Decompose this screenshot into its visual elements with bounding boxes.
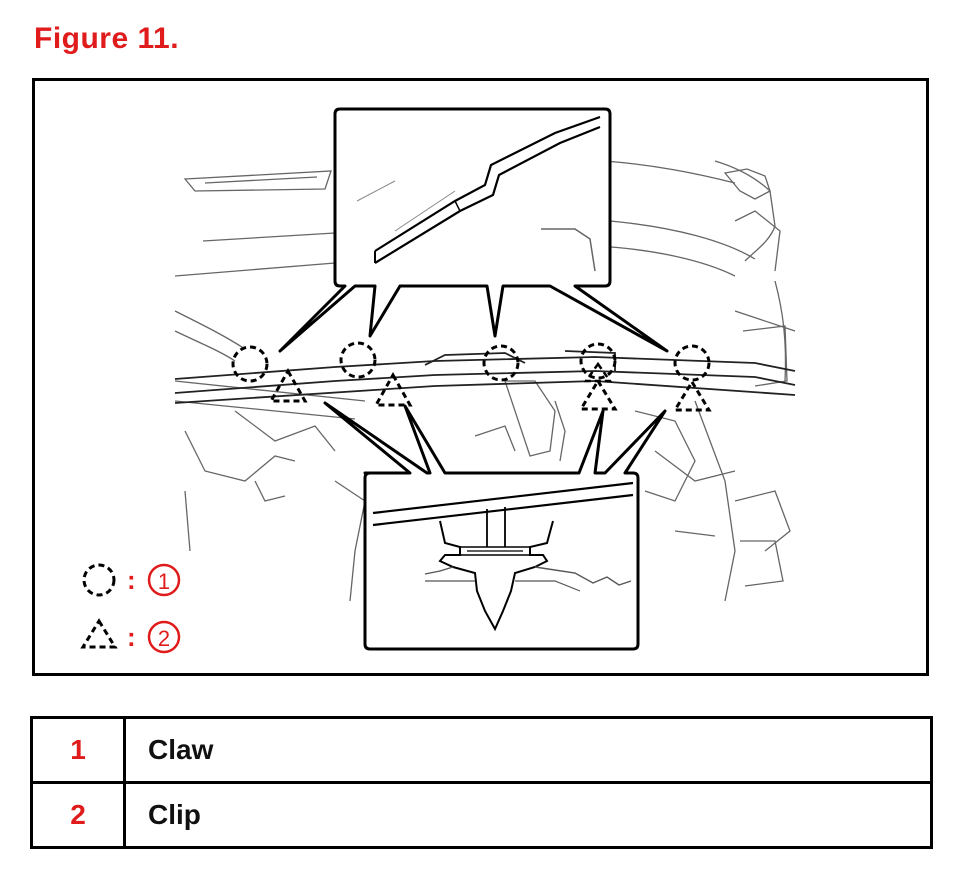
claw-key-separator: : (127, 565, 136, 595)
clip-key-separator: : (127, 622, 136, 652)
clip-marker (578, 378, 618, 411)
claw-marker (482, 344, 520, 382)
legend-number: 2 (30, 781, 126, 849)
figure-title: Figure 11. (34, 22, 180, 55)
table-row: 2 Clip (30, 781, 933, 849)
clip-markers (268, 361, 712, 412)
clip-key-symbol (80, 618, 118, 649)
trim-panel (174, 350, 796, 404)
clip-marker (583, 361, 613, 383)
legend-number: 1 (30, 716, 126, 784)
clip-key-number-circle (147, 620, 181, 654)
clip-marker (268, 367, 308, 403)
legend-table: 1 Claw 2 Clip (30, 716, 933, 849)
trim-removal-illustration: : 1 : 2 (80, 107, 796, 654)
claw-key-number-circle (147, 563, 181, 597)
symbol-key: : 1 : 2 (80, 563, 181, 654)
legend-label: Clip (123, 781, 933, 849)
clip-key-number: 2 (158, 626, 170, 651)
table-row: 1 Claw (30, 716, 933, 784)
clip-marker (373, 371, 413, 407)
claw-detail-callout (278, 107, 669, 353)
claw-key-symbol (82, 563, 116, 597)
claw-marker (579, 342, 617, 380)
illustration-frame: : 1 : 2 (32, 78, 929, 676)
clip-detail-callout (323, 401, 667, 651)
vehicle-interior-sketch (174, 160, 796, 602)
clip-marker (672, 379, 712, 412)
claw-marker (339, 341, 377, 379)
claw-marker (231, 345, 269, 383)
claw-markers (231, 341, 711, 383)
claw-marker (673, 344, 711, 382)
claw-key-number: 1 (158, 569, 170, 594)
legend-label: Claw (123, 716, 933, 784)
